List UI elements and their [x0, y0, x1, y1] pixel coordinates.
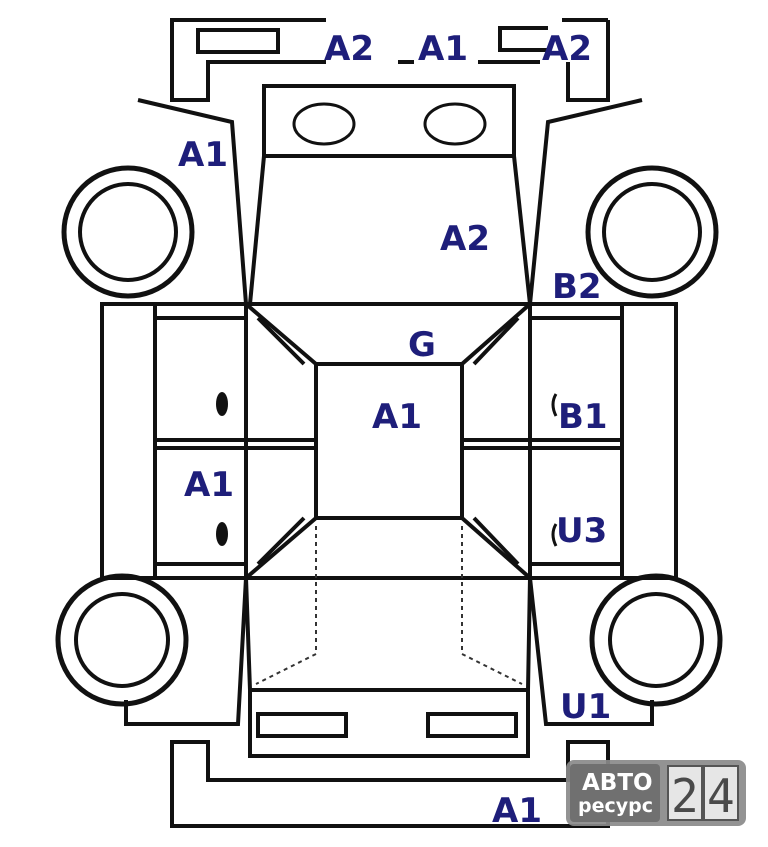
rear-bumper: [170, 740, 610, 828]
damage-labels: A2 A1 A2 A1 A2 B2 G A1 B1 A1 U3 U1 A1: [178, 29, 611, 831]
label-left-rear-door: A1: [184, 465, 234, 505]
wheels: [55, 165, 723, 707]
avtoresurs-logo: АВТО ресурс 2 4: [566, 760, 746, 826]
label-top-bumper-mid: A1: [418, 29, 468, 69]
logo-line-1: АВТО: [582, 770, 653, 796]
hood: [248, 84, 532, 305]
rear-fenders: [124, 577, 654, 726]
label-right-front-fender: B2: [552, 267, 602, 307]
cabin: [244, 302, 532, 580]
logo-digit-1: 2: [671, 769, 699, 823]
label-roof: A1: [372, 397, 422, 437]
label-windshield: G: [408, 325, 436, 365]
label-right-front-door: B1: [558, 397, 608, 437]
label-left-front-fender: A1: [178, 135, 228, 175]
logo-line-2: ресурс: [578, 795, 653, 817]
label-top-bumper-left: A2: [324, 29, 374, 69]
label-hood: A2: [440, 219, 490, 259]
trunk: [244, 526, 532, 758]
front-bumper: [170, 18, 610, 102]
label-right-rear-fender: U1: [560, 687, 611, 727]
label-rear-bumper: A1: [492, 791, 542, 831]
body-sides: [100, 302, 678, 580]
logo-digit-2: 4: [707, 769, 735, 823]
label-top-bumper-right: A2: [542, 29, 592, 69]
label-right-rear-door: U3: [556, 511, 607, 551]
